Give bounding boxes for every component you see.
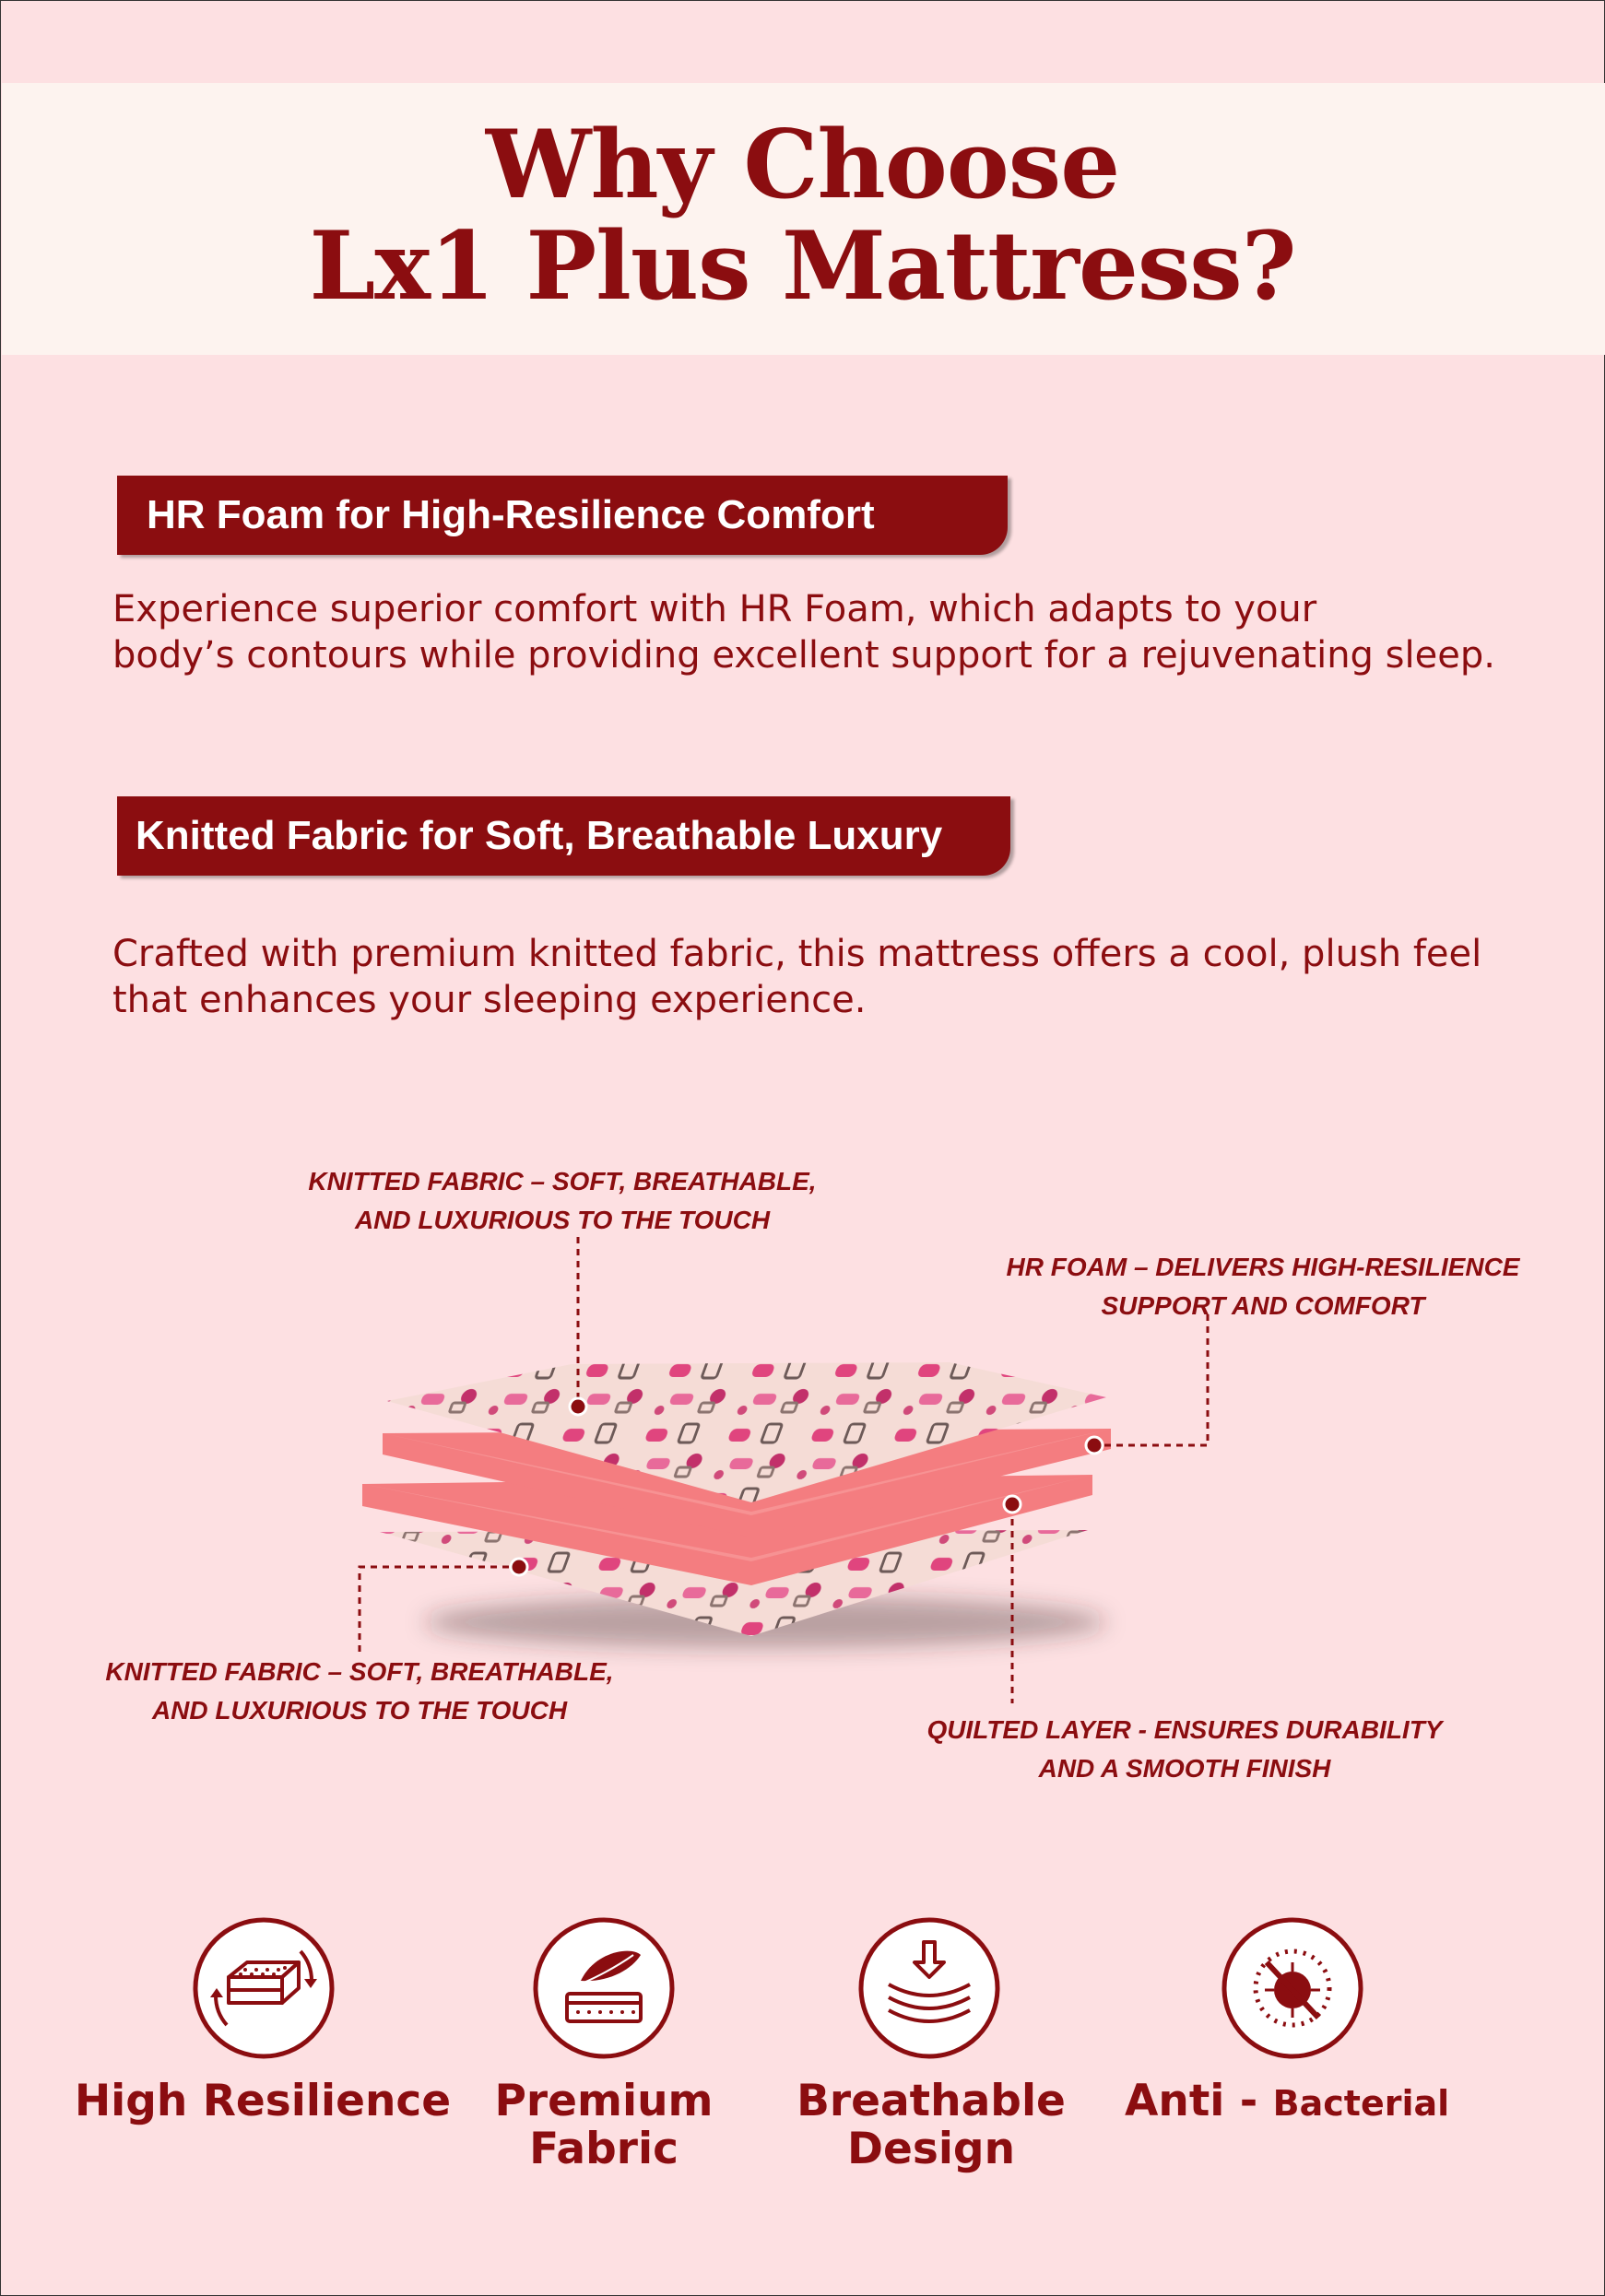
label-line: AND A SMOOTH FINISH	[1038, 1754, 1331, 1783]
feature-label-line: Design	[846, 2124, 1016, 2174]
feather-mattress-icon	[533, 1917, 675, 2059]
feature-label-line: Breathable	[797, 2076, 1066, 2126]
feature-label-main: Anti -	[1125, 2076, 1258, 2126]
feature-label-breathable-design: Breathable Design	[793, 2078, 1069, 2173]
label-line: AND LUXURIOUS TO THE TOUCH	[354, 1206, 771, 1234]
diagram-label-top-left: KNITTED FABRIC – SOFT, BREATHABLE, AND L…	[277, 1162, 848, 1240]
section-description-knitted-fabric: Crafted with premium knitted fabric, thi…	[112, 931, 1551, 1023]
label-line: AND LUXURIOUS TO THE TOUCH	[151, 1696, 568, 1725]
leader-line-bottom-left	[358, 1565, 519, 1652]
description-line: Experience superior comfort with HR Foam…	[112, 588, 1317, 630]
marker-dot-top-left	[568, 1396, 588, 1417]
title-band	[2, 83, 1605, 355]
label-line: QUILTED LAYER - ENSURES DURABILITY	[926, 1715, 1443, 1744]
description-line: Crafted with premium knitted fabric, thi…	[112, 933, 1482, 975]
label-line: KNITTED FABRIC – SOFT, BREATHABLE,	[105, 1657, 614, 1686]
feature-label-anti-bacterial: Anti - Bacterial	[1125, 2076, 1450, 2127]
top-fabric-layer	[387, 1362, 1106, 1502]
anti-bacterial-icon	[1221, 1917, 1363, 2059]
section-heading-hr-foam: HR Foam for High-Resilience Comfort	[117, 476, 1008, 555]
marker-dot-bottom-right	[1002, 1494, 1022, 1514]
feature-label-line: Premium	[494, 2076, 714, 2126]
page-title-line-2: Lx1 Plus Mattress?	[309, 211, 1296, 322]
feature-label-line: High Resilience	[74, 2076, 452, 2126]
label-line: HR FOAM – DELIVERS HIGH-RESILIENCE	[1006, 1253, 1520, 1281]
diagram-label-top-right: HR FOAM – DELIVERS HIGH-RESILIENCE SUPPO…	[968, 1248, 1558, 1325]
breathable-layers-icon	[858, 1917, 1000, 2059]
leader-line-top-right	[1094, 1314, 1210, 1447]
feature-label-line: Fabric	[529, 2124, 679, 2174]
label-line: SUPPORT AND COMFORT	[1101, 1291, 1425, 1320]
feature-label-sub: Bacterial	[1272, 2083, 1450, 2124]
page-title-line-1: Why Choose	[485, 110, 1120, 220]
mattress-rotate-icon	[193, 1917, 335, 2059]
section-heading-knitted-fabric: Knitted Fabric for Soft, Breathable Luxu…	[117, 796, 1010, 876]
description-line: body’s contours while providing excellen…	[112, 634, 1495, 677]
marker-dot-bottom-left	[509, 1557, 529, 1577]
section-description-hr-foam: Experience superior comfort with HR Foam…	[112, 586, 1551, 678]
diagram-label-bottom-left: KNITTED FABRIC – SOFT, BREATHABLE, AND L…	[83, 1653, 636, 1730]
marker-dot-top-right	[1084, 1435, 1104, 1455]
feature-label-high-resilience: High Resilience	[74, 2078, 452, 2125]
diagram-label-bottom-right: QUILTED LAYER - ENSURES DURABILITY AND A…	[894, 1711, 1475, 1788]
bottom-fabric-layer	[380, 1530, 1088, 1636]
description-line: that enhances your sleeping experience.	[112, 979, 867, 1021]
label-line: KNITTED FABRIC – SOFT, BREATHABLE,	[308, 1167, 817, 1195]
feature-label-premium-fabric: Premium Fabric	[470, 2078, 738, 2173]
